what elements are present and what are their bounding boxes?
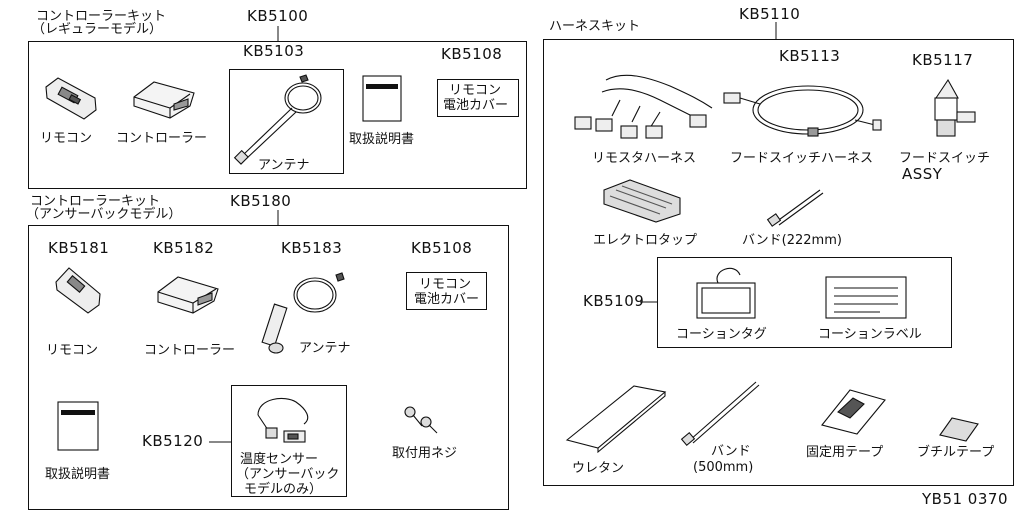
hood-harness-illustration: [723, 85, 882, 137]
regular-remote-label: リモコン: [40, 131, 93, 146]
sensor-illustration: [257, 398, 309, 443]
ab-cover-line1: リモコン: [419, 277, 472, 292]
answerback-kit-title-line1: コントローラーキット: [30, 194, 161, 209]
harness-kit-title: ハーネスキット: [549, 19, 641, 34]
ab-cover-line2: 電池カバー: [414, 292, 480, 307]
ab-controller-label: コントローラー: [144, 343, 236, 358]
regular-kit-title-line2: （レギュラーモデル）: [32, 22, 163, 37]
fixing-tape-label: 固定用テープ: [806, 445, 884, 460]
antenna-illustration: [233, 74, 322, 165]
regular-antenna-code: KB5103: [243, 42, 305, 60]
ab-remote-label: リモコン: [46, 343, 99, 358]
regular-cover-frame: [437, 79, 519, 117]
caution-label-label: コーションラベル: [818, 327, 922, 342]
ab-manual-label: 取扱説明書: [45, 467, 111, 482]
remote-harness-illustration: [574, 74, 713, 139]
regular-manual-label: 取扱説明書: [349, 132, 415, 147]
band-500-illustration: [680, 381, 760, 447]
sensor-line2: （アンサーバック: [236, 467, 340, 482]
harness-kit-frame: [543, 39, 1014, 486]
hood-switch-code: KB5117: [912, 51, 974, 69]
answerback-kit-title-line2: （アンサーバックモデル）: [26, 207, 182, 222]
band-222-illustration: [766, 189, 824, 227]
regular-cover-line1: リモコン: [449, 83, 502, 98]
fixing-tape-illustration: [821, 389, 886, 435]
regular-cover-line2: 電池カバー: [443, 98, 509, 113]
hood-switch-line1: フードスイッチ: [899, 151, 991, 166]
screws-illustration: [404, 406, 438, 434]
regular-kit-frame: [28, 41, 527, 189]
harness-kit-code: KB5110: [739, 5, 801, 23]
ab-remote-code: KB5181: [48, 239, 110, 257]
answerback-kit-frame: [28, 225, 509, 510]
regular-antenna-label: アンテナ: [258, 158, 310, 173]
sensor-frame: [231, 385, 347, 497]
manual-illustration: [362, 75, 402, 122]
hood-harness-label: フードスイッチハーネス: [730, 151, 874, 166]
hood-switch-line2: ASSY: [902, 165, 943, 183]
hood-switch-illustration: [934, 78, 976, 137]
caution-tag-label: コーションタグ: [676, 327, 767, 342]
electro-tap-illustration: [603, 179, 681, 223]
sensor-line1: 温度センサー: [240, 452, 319, 467]
band-500-line2: (500mm): [693, 460, 754, 475]
urethane-illustration: [565, 385, 667, 454]
regular-kit-title-line1: コントローラーキット: [36, 9, 167, 24]
ab-remote-illustration: [55, 267, 101, 314]
remote-illustration: [45, 77, 97, 120]
butyl-tape-illustration: [939, 417, 979, 442]
regular-antenna-frame: [229, 69, 344, 174]
ab-antenna-label: アンテナ: [299, 341, 351, 356]
band-500-line1: バンド: [711, 444, 751, 459]
regular-cover-code: KB5108: [441, 45, 503, 63]
caution-label-illustration: [825, 276, 907, 319]
butyl-tape-label: ブチルテープ: [917, 445, 995, 460]
controller-illustration: [133, 81, 195, 119]
answerback-cover-frame: [406, 272, 487, 310]
sensor-line3: モデルのみ）: [244, 482, 323, 497]
ab-antenna-code: KB5183: [281, 239, 343, 257]
sensor-code: KB5120: [142, 432, 204, 450]
screws-label: 取付用ネジ: [392, 446, 458, 461]
ab-manual-illustration: [57, 401, 99, 451]
electro-tap-label: エレクトロタップ: [593, 233, 698, 248]
caution-tag-illustration: [696, 267, 756, 319]
ab-controller-code: KB5182: [153, 239, 215, 257]
regular-controller-label: コントローラー: [116, 131, 208, 146]
urethane-label: ウレタン: [572, 461, 625, 476]
ab-controller-illustration: [157, 276, 219, 314]
hood-harness-code: KB5113: [779, 47, 841, 65]
ab-cover-code: KB5108: [411, 239, 473, 257]
caution-code: KB5109: [583, 292, 645, 310]
ab-antenna-illustration: [261, 272, 345, 354]
band-222-label: バンド(222mm): [742, 233, 842, 248]
regular-kit-code: KB5100: [247, 7, 309, 25]
leader-lines: [209, 22, 777, 443]
answerback-kit-code: KB5180: [230, 192, 292, 210]
figure-id: YB51 0370: [922, 490, 1008, 508]
remote-harness-label: リモスタハーネス: [592, 151, 697, 166]
